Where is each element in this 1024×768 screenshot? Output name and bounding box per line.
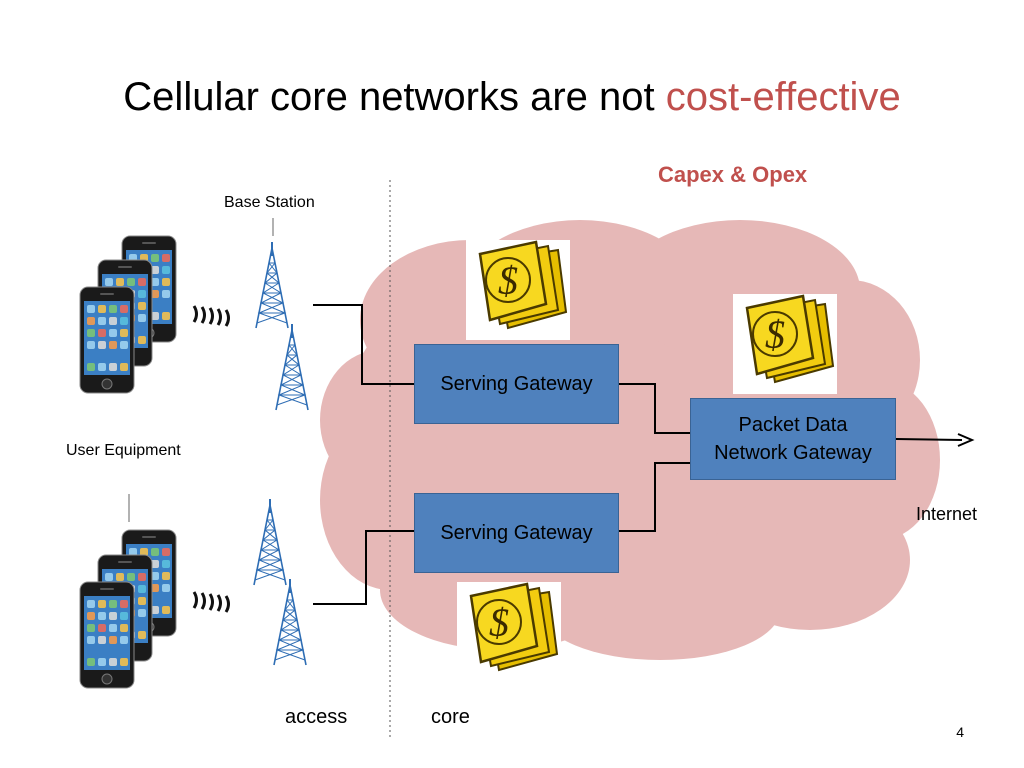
title-accent: cost-effective xyxy=(665,75,901,119)
money-dollar-icon xyxy=(455,580,563,684)
core-label: core xyxy=(431,706,470,728)
cell-tower-icon xyxy=(273,578,307,666)
link-tower-sgw-top xyxy=(313,304,415,385)
page-number: 4 xyxy=(956,724,964,740)
cell-tower-icon xyxy=(275,323,309,411)
smartphone-icon xyxy=(79,529,177,689)
internet-label: Internet xyxy=(916,504,978,524)
serving-gateway-top-label: Serving Gateway xyxy=(440,373,593,395)
radio-waves-icon xyxy=(192,590,230,614)
cell-tower-icon xyxy=(255,241,289,329)
serving-gateway-bottom-label: Serving Gateway xyxy=(440,522,593,544)
link-pdn-internet xyxy=(895,438,963,441)
money-dollar-icon xyxy=(464,238,572,342)
arrow-right-icon xyxy=(957,433,975,447)
base-station-label: Base Station xyxy=(224,194,315,211)
serving-gateway-bottom: Serving Gateway xyxy=(414,493,619,573)
smartphone-icon xyxy=(79,235,177,394)
serving-gateway-top: Serving Gateway xyxy=(414,344,619,424)
pdn-gateway-label-line1: Packet Data xyxy=(738,414,848,436)
cell-tower-icon xyxy=(253,498,287,586)
pdn-gateway: Packet Data Network Gateway xyxy=(690,398,896,480)
slide-title: Cellular core networks are not cost-effe… xyxy=(0,72,1024,122)
access-label: access xyxy=(285,706,348,728)
user-equipment-label: User Equipment xyxy=(66,442,181,459)
cloud-label: Capex & Opex xyxy=(658,162,808,187)
pdn-gateway-label-line2: Network Gateway xyxy=(714,442,872,464)
link-tower-sgw-bottom xyxy=(313,530,415,605)
money-dollar-icon xyxy=(731,292,839,396)
title-plain: Cellular core networks are not xyxy=(123,75,666,119)
radio-waves-icon xyxy=(192,304,230,328)
link-sgw-pdn-bottom xyxy=(618,462,691,532)
link-sgw-pdn-top xyxy=(618,383,691,434)
